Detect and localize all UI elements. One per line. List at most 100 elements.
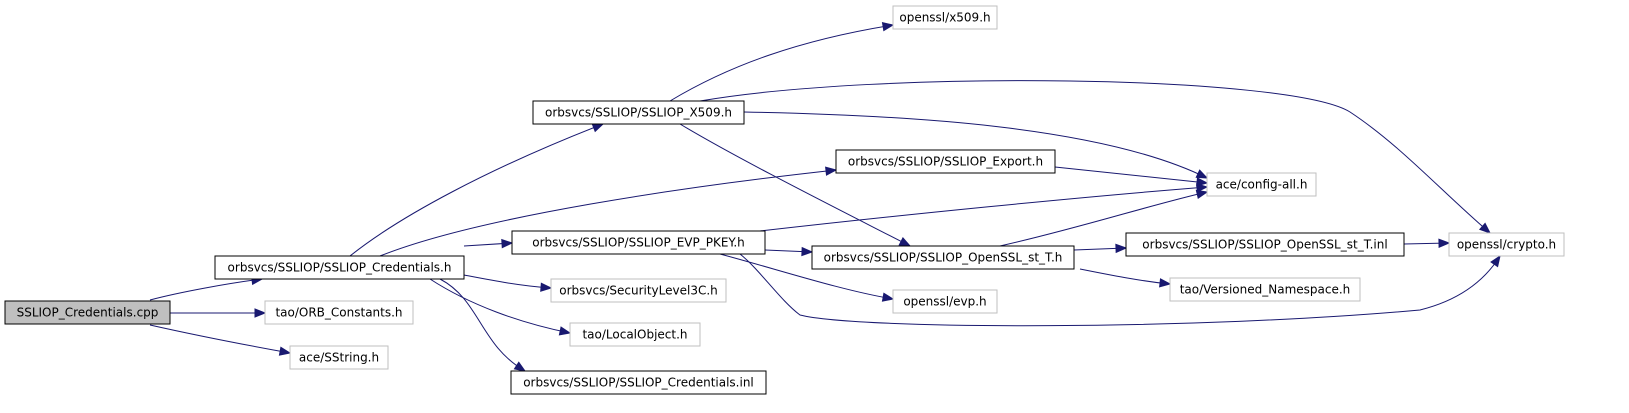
node-label: orbsvcs/SSLIOP/SSLIOP_Credentials.h <box>228 261 452 275</box>
edge-line <box>719 253 894 300</box>
arrowhead-icon <box>513 361 527 372</box>
node-box <box>511 230 766 255</box>
node-ossl_st[interactable]: orbsvcs/SSLIOP/SSLIOP_OpenSSL_st_T.h <box>811 245 1075 270</box>
arrowhead-icon <box>1196 183 1209 193</box>
edge-layer <box>149 22 1501 372</box>
arrowhead-icon <box>1195 189 1209 200</box>
edge-line <box>1079 268 1171 285</box>
edge-cred_h-to-seclvl <box>463 274 553 292</box>
node-box <box>892 5 998 30</box>
arrowhead-icon <box>1159 278 1172 288</box>
edge-ossl_st-to-versns <box>1079 268 1172 288</box>
node-box <box>1125 232 1405 257</box>
node-label: openssl/crypto.h <box>1457 238 1556 252</box>
node-box <box>532 100 745 125</box>
edge-cred_h-to-localobj <box>429 278 572 336</box>
edge-evp-to-crypto <box>739 253 1501 327</box>
edge-line <box>743 111 1208 179</box>
node-label: orbsvcs/SecurityLevel3C.h <box>559 284 718 298</box>
edge-evp-to-ossl_st <box>764 246 814 257</box>
arrowhead-icon <box>1490 254 1501 268</box>
arrowhead-icon <box>1115 243 1128 254</box>
arrowhead-icon <box>1195 169 1209 179</box>
node-box <box>1448 232 1565 257</box>
edge-line <box>149 324 291 354</box>
edge-line <box>463 274 552 289</box>
node-label: tao/Versioned_Namespace.h <box>1180 283 1351 297</box>
arrowhead-icon <box>540 282 553 292</box>
node-root[interactable]: SSLIOP_Credentials.cpp <box>4 300 171 325</box>
node-config: ace/config-all.h <box>1206 172 1317 197</box>
edge-ossl_inl-to-crypto <box>1403 238 1451 248</box>
edge-x509h-to-ossl_st <box>679 123 912 247</box>
node-box <box>214 255 465 280</box>
arrowhead-icon <box>254 308 267 318</box>
node-label: ace/config-all.h <box>1216 178 1308 192</box>
edge-x509h-to-crypto <box>699 80 1492 234</box>
edge-export-to-config <box>1054 166 1209 187</box>
edge-line <box>679 123 911 247</box>
node-opensslevp: openssl/evp.h <box>892 289 998 314</box>
arrowhead-icon <box>898 236 912 247</box>
arrowhead-icon <box>1438 238 1451 248</box>
node-crypto: openssl/crypto.h <box>1448 232 1565 257</box>
node-label: ace/SString.h <box>299 351 379 365</box>
node-box <box>4 300 171 325</box>
node-x509h[interactable]: orbsvcs/SSLIOP/SSLIOP_X509.h <box>532 100 745 125</box>
node-box <box>811 245 1075 270</box>
node-box <box>892 289 998 314</box>
node-box <box>264 300 414 325</box>
arrowhead-icon <box>825 166 838 176</box>
node-label: orbsvcs/SSLIOP/SSLIOP_EVP_PKEY.h <box>532 236 745 250</box>
node-label: orbsvcs/SSLIOP/SSLIOP_Credentials.inl <box>523 376 754 390</box>
node-label: tao/ORB_Constants.h <box>275 306 402 320</box>
node-localobj: tao/LocalObject.h <box>569 322 701 347</box>
edge-line <box>149 278 263 301</box>
node-export[interactable]: orbsvcs/SSLIOP/SSLIOP_Export.h <box>835 149 1056 174</box>
node-sstring: ace/SString.h <box>289 345 389 370</box>
edge-cred_h-to-export <box>379 166 838 257</box>
edge-evp-to-config <box>759 183 1209 232</box>
node-label: orbsvcs/SSLIOP/SSLIOP_Export.h <box>848 155 1043 169</box>
edge-line <box>669 24 894 102</box>
edge-cred_h-to-evp <box>463 238 514 249</box>
edge-line <box>439 278 526 372</box>
node-box <box>550 278 727 303</box>
node-orbc: tao/ORB_Constants.h <box>264 300 414 325</box>
edge-line <box>1054 166 1208 184</box>
node-evp[interactable]: orbsvcs/SSLIOP/SSLIOP_EVP_PKEY.h <box>511 230 766 255</box>
edge-evp-to-opensslevp <box>719 253 895 302</box>
arrowhead-icon <box>278 346 292 356</box>
edge-line <box>999 191 1208 247</box>
edge-root-to-orbc <box>170 308 267 318</box>
node-box <box>569 322 701 347</box>
arrowhead-icon <box>1478 222 1492 234</box>
edge-cred_h-to-credinl <box>439 278 527 372</box>
arrowhead-icon <box>881 292 895 302</box>
edge-ossl_st-to-config <box>999 189 1209 247</box>
edge-ossl_st-to-ossl_inl <box>1073 243 1128 254</box>
arrowhead-icon <box>801 246 814 257</box>
edge-root-to-cred_h <box>149 275 264 301</box>
edge-line <box>379 169 837 257</box>
node-label: SSLIOP_Credentials.cpp <box>17 306 159 320</box>
edge-x509h-to-config <box>743 111 1209 179</box>
node-ossl_inl[interactable]: orbsvcs/SSLIOP/SSLIOP_OpenSSL_st_T.inl <box>1125 232 1405 257</box>
edge-line <box>739 253 1501 327</box>
node-box <box>1206 172 1317 197</box>
node-box <box>835 149 1056 174</box>
arrowhead-icon <box>501 238 514 249</box>
node-osslx509: openssl/x509.h <box>892 5 998 30</box>
node-cred_h[interactable]: orbsvcs/SSLIOP/SSLIOP_Credentials.h <box>214 255 465 280</box>
node-label: openssl/evp.h <box>903 295 986 309</box>
edge-line <box>429 278 571 334</box>
node-box <box>289 345 389 370</box>
node-versns: tao/Versioned_Namespace.h <box>1169 277 1361 302</box>
node-box <box>1169 277 1361 302</box>
arrowhead-icon <box>558 326 572 336</box>
node-label: openssl/x509.h <box>899 11 990 25</box>
node-layer: SSLIOP_Credentials.cpp orbsvcs/SSLIOP/SSL… <box>4 5 1565 395</box>
node-box <box>510 370 767 395</box>
node-credinl[interactable]: orbsvcs/SSLIOP/SSLIOP_Credentials.inl <box>510 370 767 395</box>
